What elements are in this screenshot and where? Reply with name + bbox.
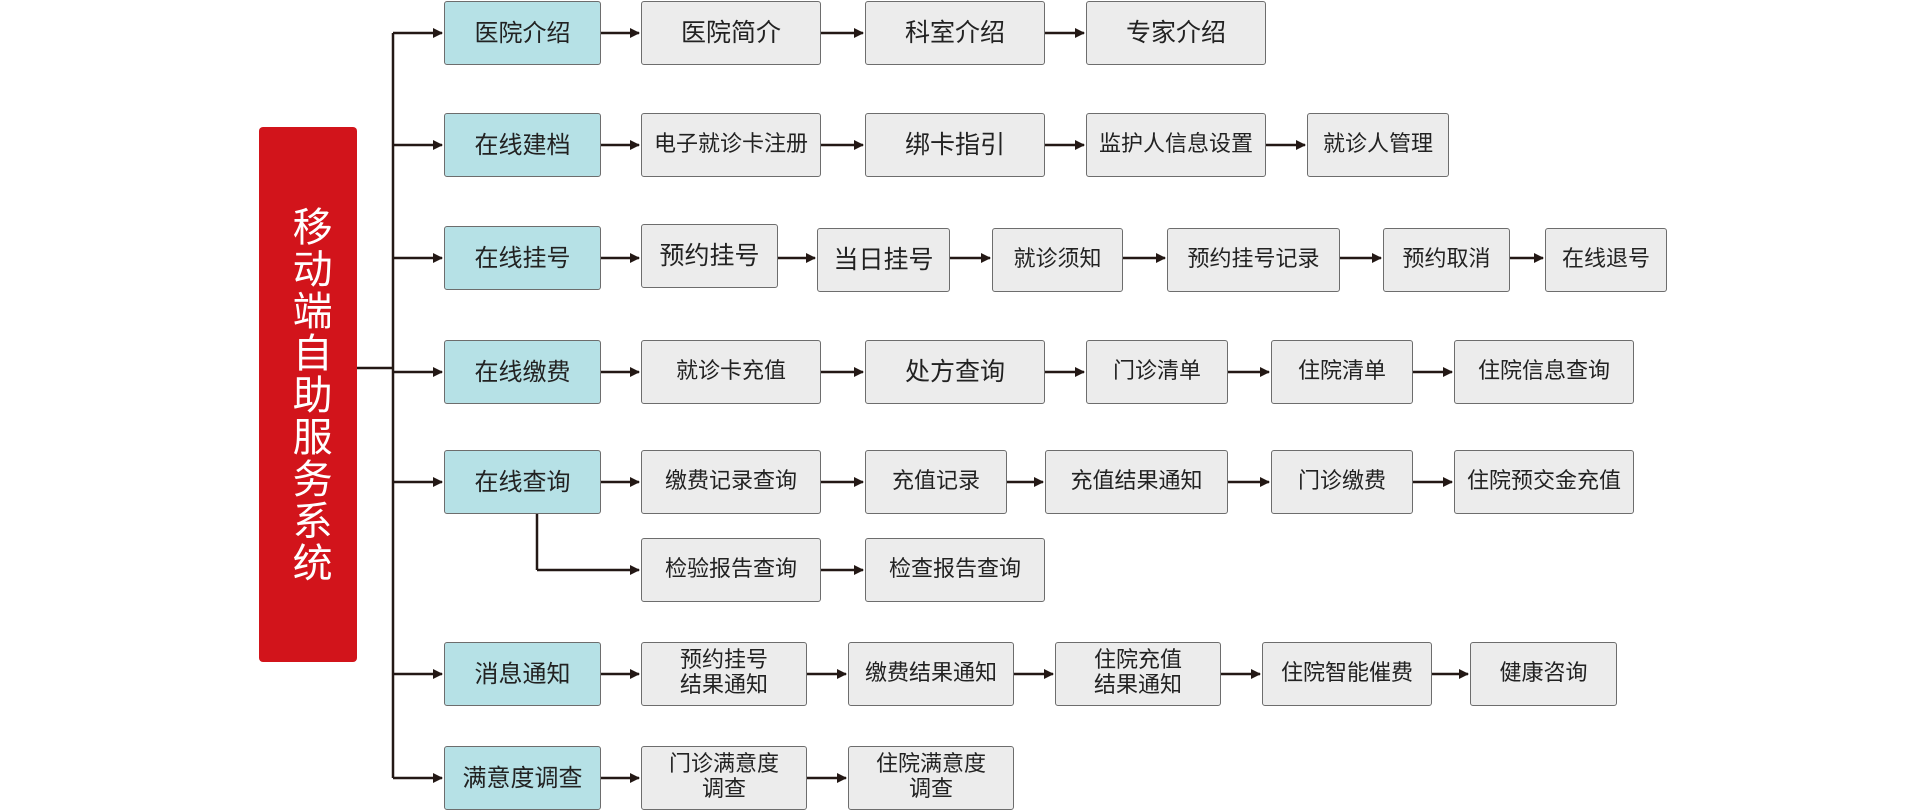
node-label: 就诊须知	[1013, 246, 1102, 272]
node-label: 充值记录	[891, 468, 980, 494]
node-label: 门诊满意度 调查	[668, 752, 779, 802]
node-inpatient-recharge-result-notice: 住院充值 结果通知	[1055, 642, 1221, 706]
node-inpatient-bill: 住院清单	[1271, 340, 1413, 404]
node-label: 住院信息查询	[1477, 358, 1610, 384]
node-appointment-result-notice: 预约挂号 结果通知	[641, 642, 807, 706]
category-notifications: 消息通知	[444, 642, 601, 706]
category-label: 医院介绍	[474, 18, 571, 47]
node-same-day-registration: 当日挂号	[817, 228, 950, 292]
node-outpatient-satisfaction-survey: 门诊满意度 调查	[641, 746, 807, 810]
category-satisfaction-survey: 满意度调查	[444, 746, 601, 810]
node-hospital-overview: 医院简介	[641, 1, 821, 65]
node-inpatient-satisfaction-survey: 住院满意度 调查	[848, 746, 1014, 810]
node-recharge-result-notice: 充值结果通知	[1045, 450, 1228, 514]
node-expert-intro: 专家介绍	[1086, 1, 1266, 65]
category-online-payment: 在线缴费	[444, 340, 601, 404]
node-card-recharge: 就诊卡充值	[641, 340, 821, 404]
node-label: 检查报告查询	[888, 556, 1021, 582]
node-card-binding-guide: 绑卡指引	[865, 113, 1045, 177]
node-label: 健康咨询	[1499, 660, 1588, 686]
node-label: 门诊缴费	[1297, 468, 1386, 494]
node-label: 就诊人管理	[1322, 131, 1433, 157]
node-outpatient-bill: 门诊清单	[1086, 340, 1228, 404]
node-label: 住院智能催费	[1280, 660, 1413, 686]
node-label: 缴费结果通知	[864, 660, 997, 686]
node-lab-report-query: 检验报告查询	[641, 538, 821, 602]
category-label: 满意度调查	[462, 763, 583, 792]
category-label: 在线查询	[474, 467, 571, 496]
node-department-intro: 科室介绍	[865, 1, 1045, 65]
node-payment-result-notice: 缴费结果通知	[848, 642, 1014, 706]
node-payment-records: 缴费记录查询	[641, 450, 821, 514]
node-patient-management: 就诊人管理	[1307, 113, 1449, 177]
node-label: 处方查询	[904, 357, 1005, 386]
node-label: 监护人信息设置	[1098, 131, 1253, 157]
node-label: 预约挂号	[659, 241, 760, 270]
category-online-filing: 在线建档	[444, 113, 601, 177]
node-appointment-records: 预约挂号记录	[1167, 228, 1340, 292]
node-label: 住院预交金充值	[1466, 468, 1621, 494]
node-appointment: 预约挂号	[641, 224, 778, 288]
node-label: 住院充值 结果通知	[1093, 648, 1182, 698]
node-label: 绑卡指引	[904, 130, 1005, 159]
node-label: 科室介绍	[904, 18, 1005, 47]
node-online-refund: 在线退号	[1545, 228, 1667, 292]
node-prescription-query: 处方查询	[865, 340, 1045, 404]
category-label: 消息通知	[474, 659, 571, 688]
node-visit-notice: 就诊须知	[992, 228, 1123, 292]
node-appointment-cancel: 预约取消	[1383, 228, 1510, 292]
node-label: 当日挂号	[833, 245, 934, 274]
node-label: 缴费记录查询	[664, 468, 797, 494]
node-label: 检验报告查询	[664, 556, 797, 582]
node-outpatient-payment: 门诊缴费	[1271, 450, 1413, 514]
node-label: 就诊卡充值	[675, 358, 786, 384]
category-online-registration: 在线挂号	[444, 226, 601, 290]
node-guardian-settings: 监护人信息设置	[1086, 113, 1266, 177]
category-hospital-intro: 医院介绍	[444, 1, 601, 65]
root-label: 移动端自助服务系统	[285, 205, 332, 584]
node-label: 预约挂号记录	[1187, 246, 1320, 272]
node-inpatient-smart-reminder: 住院智能催费	[1262, 642, 1432, 706]
node-recharge-records: 充值记录	[865, 450, 1007, 514]
node-exam-report-query: 检查报告查询	[865, 538, 1045, 602]
category-label: 在线建档	[474, 130, 571, 159]
node-inpatient-deposit-recharge: 住院预交金充值	[1454, 450, 1634, 514]
node-label: 充值结果通知	[1070, 468, 1203, 494]
root-node: 移动端自助服务系统	[259, 127, 357, 662]
category-label: 在线缴费	[474, 357, 571, 386]
node-label: 预约挂号 结果通知	[679, 648, 768, 698]
node-label: 预约取消	[1402, 246, 1491, 272]
node-label: 住院满意度 调查	[875, 752, 986, 802]
node-label: 在线退号	[1561, 246, 1650, 272]
category-label: 在线挂号	[474, 243, 571, 272]
node-health-consultation: 健康咨询	[1470, 642, 1617, 706]
category-online-query: 在线查询	[444, 450, 601, 514]
node-inpatient-info-query: 住院信息查询	[1454, 340, 1634, 404]
node-label: 电子就诊卡注册	[653, 131, 808, 157]
node-label: 住院清单	[1297, 358, 1386, 384]
node-ecard-register: 电子就诊卡注册	[641, 113, 821, 177]
node-label: 医院简介	[680, 18, 781, 47]
node-label: 专家介绍	[1125, 18, 1226, 47]
node-label: 门诊清单	[1112, 358, 1201, 384]
